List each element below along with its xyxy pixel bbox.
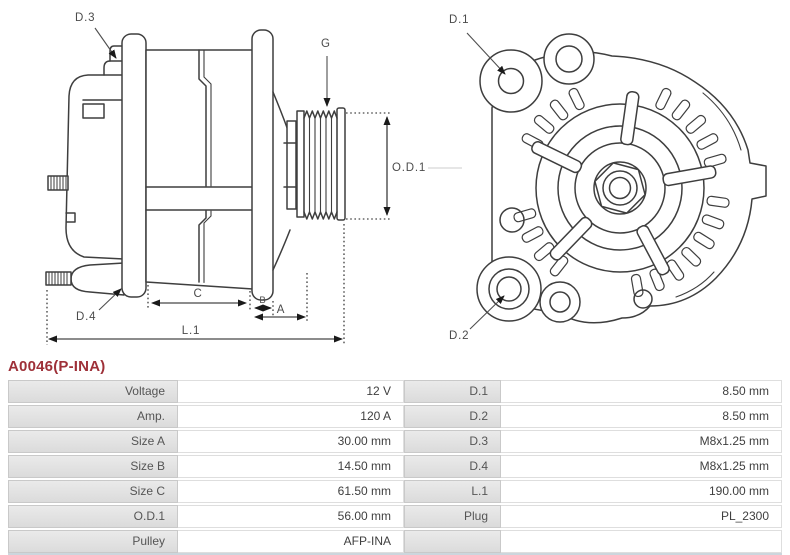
rear-cover [65, 74, 125, 260]
spec-row: Size C 61.50 mm L.1 190.00 mm [8, 480, 782, 503]
spec-label-right: D.4 [404, 455, 501, 478]
spec-label-right: Plug [404, 505, 501, 528]
spec-label-right: L.1 [404, 480, 501, 503]
mount-hole-d1 [497, 67, 525, 95]
pulley [296, 107, 346, 221]
spec-row: Size B 14.50 mm D.4 M8x1.25 mm [8, 455, 782, 478]
spec-value-right: 8.50 mm [501, 405, 782, 428]
spec-label-left: Voltage [8, 380, 178, 403]
spec-label-left: O.D.1 [8, 505, 178, 528]
spec-label-right: D.3 [404, 430, 501, 453]
spec-row: Amp. 120 A D.2 8.50 mm [8, 405, 782, 428]
top-ear [479, 49, 543, 113]
spec-value-left: 12 V [178, 380, 404, 403]
front-view-drawing [476, 33, 767, 324]
spec-value-left: 56.00 mm [178, 505, 404, 528]
spec-value-left: 30.00 mm [178, 430, 404, 453]
spec-value-left: 14.50 mm [178, 455, 404, 478]
side-view-drawing [45, 29, 346, 301]
spec-label-left: Size C [8, 480, 178, 503]
fan-spokes [531, 91, 717, 276]
top-ear-2 [543, 33, 595, 85]
label-l1: L.1 [182, 325, 200, 337]
alternator-technical-drawing: D.3 G O.D.1 D.4 C B A L.1 D.1 D.2 [45, 12, 767, 345]
spec-value-right: 190.00 mm [501, 480, 782, 503]
spec-value-right: M8x1.25 mm [501, 430, 782, 453]
spec-row: O.D.1 56.00 mm Plug PL_2300 [8, 505, 782, 528]
drawing-labels: D.3 G O.D.1 D.4 C B A L.1 D.1 D.2 [75, 12, 469, 342]
spec-label-right: D.2 [404, 405, 501, 428]
label-d1: D.1 [449, 14, 469, 26]
spec-value-left: AFP-INA [178, 530, 404, 553]
spec-row: Size A 30.00 mm D.3 M8x1.25 mm [8, 430, 782, 453]
bottom-lug [70, 262, 125, 296]
spec-label-left: Size A [8, 430, 178, 453]
label-d4: D.4 [76, 311, 96, 323]
spec-table: Voltage 12 V D.1 8.50 mm Amp. 120 A D.2 … [8, 380, 782, 555]
spec-row: Pulley AFP-INA [8, 530, 782, 553]
mount-hole-d2 [488, 268, 530, 310]
terminal-stud [47, 175, 69, 191]
spec-row: Voltage 12 V D.1 8.50 mm [8, 380, 782, 403]
bottom-ear-2 [539, 281, 581, 323]
spec-value-left: 120 A [178, 405, 404, 428]
spec-label-right: D.1 [404, 380, 501, 403]
part-number-title: A0046(P-INA) [8, 358, 106, 375]
label-g: G [321, 38, 331, 50]
label-d3: D.3 [75, 12, 95, 24]
spec-value-right: 8.50 mm [501, 380, 782, 403]
lug-stud [45, 271, 72, 286]
front-flange [251, 29, 274, 301]
label-c: C [193, 288, 202, 300]
spec-label-left: Size B [8, 455, 178, 478]
label-a: A [277, 304, 285, 316]
spec-value-left: 61.50 mm [178, 480, 404, 503]
spec-label-right [404, 530, 501, 553]
spec-value-right: PL_2300 [501, 505, 782, 528]
spec-label-left: Amp. [8, 405, 178, 428]
spec-value-right: M8x1.25 mm [501, 455, 782, 478]
spec-value-right [501, 530, 782, 553]
label-d2: D.2 [449, 330, 469, 342]
bottom-ear [476, 256, 542, 322]
dimension-lines [46, 27, 506, 345]
rear-flange [121, 33, 147, 298]
label-od1: O.D.1 [392, 162, 426, 174]
drawing-svg: D.3 G O.D.1 D.4 C B A L.1 D.1 D.2 [45, 12, 767, 345]
spec-label-left: Pulley [8, 530, 178, 553]
label-b: B [259, 295, 266, 306]
